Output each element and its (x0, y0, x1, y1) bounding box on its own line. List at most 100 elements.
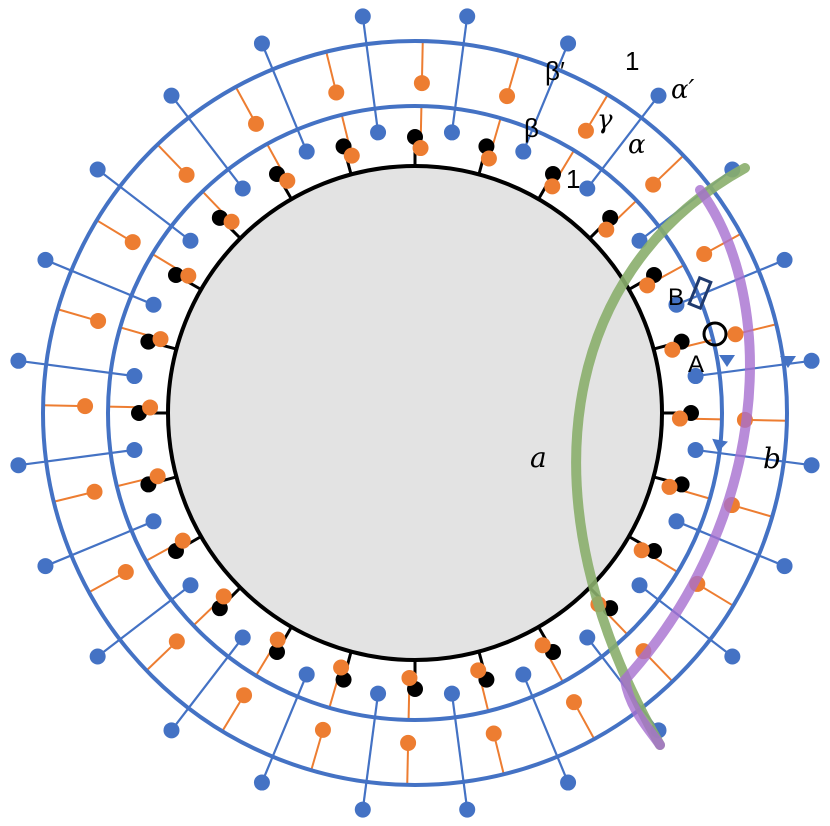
blue-inner-node (234, 180, 251, 197)
orange-inner-node (671, 410, 688, 427)
blue-spoke (522, 43, 570, 152)
black-node (335, 671, 352, 688)
direction-arrow (719, 355, 735, 367)
blue-inner-node (126, 441, 143, 458)
blue-inner-node (234, 629, 251, 646)
orange-outer-node (413, 75, 430, 92)
blue-inner-node (443, 124, 460, 141)
orange-outer-node (90, 312, 107, 329)
orange-inner-node (142, 399, 159, 416)
blue-outer-node (650, 87, 667, 104)
direction-arrow (712, 438, 728, 452)
blue-outer-node (253, 774, 270, 791)
blue-inner-node (515, 143, 532, 160)
black-node (545, 165, 561, 182)
orange-outer-node (248, 115, 265, 132)
orange-inner-node (215, 588, 232, 605)
inner-blue-ring (106, 104, 724, 722)
orange-outer-node (168, 633, 185, 650)
orange-outer-node (727, 326, 744, 343)
orange-outer-node (400, 734, 417, 751)
orange-inner-node (152, 331, 169, 348)
blue-inner-node (631, 232, 648, 249)
beta-label: β (524, 113, 539, 143)
blue-outer-node (560, 774, 577, 791)
arrow-head (712, 438, 728, 452)
blue-outer-node (803, 457, 820, 474)
blue-spoke (170, 94, 244, 190)
orange-inner-node (633, 542, 650, 559)
blue-inner-node (515, 666, 532, 683)
orange-outer-node (577, 122, 594, 139)
orange-outer-node (124, 234, 141, 251)
orange-inner-node (661, 478, 678, 495)
blue-spoke (45, 258, 154, 306)
orange-outer-node (178, 166, 195, 183)
blue-spoke (522, 674, 570, 783)
blue-spoke (96, 168, 192, 242)
blue-outer-node (10, 352, 27, 369)
blue-inner-node (126, 368, 143, 385)
orange-outer-node (77, 398, 94, 415)
outer-blue-ring (41, 39, 789, 787)
orange-inner-node (598, 221, 615, 238)
orange-outer-node (645, 176, 662, 193)
blue-spoke (45, 520, 154, 568)
blue-inner-node (668, 513, 685, 530)
orange-outer-node (565, 694, 582, 711)
orange-inner-node (333, 659, 350, 676)
central-disk (166, 164, 664, 662)
blue-outer-node (776, 558, 793, 575)
black-node (673, 476, 690, 493)
orange-inner-node (343, 147, 360, 164)
markers-layer (687, 275, 796, 452)
blue-outer-node (776, 251, 793, 268)
orange-inner-node (412, 140, 429, 157)
blue-inner-node (370, 685, 387, 702)
blue-outer-node (163, 87, 180, 104)
point-b-marker (687, 275, 713, 311)
orange-inner-node (180, 267, 197, 284)
black-node (478, 138, 495, 155)
blue-outer-node (459, 8, 476, 25)
direction-arrow (780, 356, 796, 368)
blue-inner-node (370, 124, 387, 141)
curve-b-purple-arc (619, 185, 755, 750)
blue-inner-node (443, 685, 460, 702)
orange-outer-node (86, 483, 103, 500)
blue-spoke (170, 636, 244, 732)
blue-spoke (96, 584, 192, 658)
nodes-layer (10, 8, 820, 818)
blue-inner-node (631, 577, 648, 594)
point-a-label: A (688, 351, 704, 378)
blue-inner-node (145, 296, 162, 313)
orange-inner-node (480, 150, 497, 167)
gamma-label: γ (597, 105, 613, 135)
blue-outer-node (37, 558, 54, 575)
black-node (646, 543, 663, 559)
curve-b-label: b (763, 442, 781, 475)
blue-spoke (18, 359, 135, 378)
blue-spoke (18, 448, 135, 467)
orange-inner-node (639, 277, 656, 294)
orange-outer-node (499, 88, 516, 105)
orange-inner-node (279, 172, 296, 189)
blue-inner-node (182, 232, 199, 249)
blue-spoke (638, 584, 734, 658)
orange-outer-node (696, 246, 713, 263)
blue-inner-node (687, 368, 704, 385)
orange-inner-node (223, 213, 240, 230)
blue-outer-node (459, 801, 476, 818)
one-outer-label: 1 (625, 46, 639, 76)
blue-inner-node (579, 629, 596, 646)
blue-inner-node (668, 296, 685, 313)
black-node (140, 333, 157, 350)
blue-spoke (361, 16, 380, 133)
blue-outer-node (89, 161, 106, 178)
orange-inner-node (174, 532, 191, 549)
blue-inner-node (298, 143, 315, 160)
blue-inner-node (579, 180, 596, 197)
orange-outer-node (314, 721, 331, 738)
blue-spoke (676, 258, 785, 306)
